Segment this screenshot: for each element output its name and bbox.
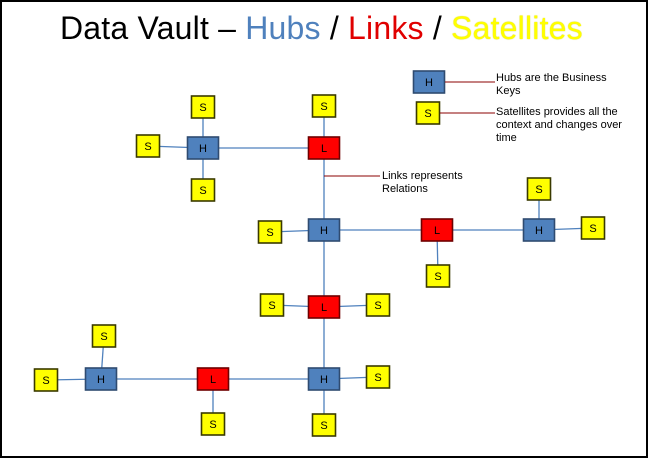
hub-node-h2: H <box>307 218 341 242</box>
hub-node-h1: H <box>186 136 220 160</box>
hub-node-h2-letter: H <box>320 225 328 237</box>
satellite-node-s1-box <box>190 95 216 119</box>
hub-node-h3-box <box>522 218 556 242</box>
satellite-node-s7-box <box>526 177 552 201</box>
satellite-node-s8-letter: S <box>589 223 596 235</box>
satellite-node-s5-letter: S <box>266 227 273 239</box>
satellite-node-s13: S <box>200 412 226 436</box>
satellite-node-s6: S <box>425 264 451 288</box>
link-node-l2: L <box>420 218 454 242</box>
legend-hub-box: H <box>412 70 446 94</box>
satellite-node-s5-box <box>257 220 283 244</box>
satellite-node-s14-box <box>91 324 117 348</box>
nodes-layer: H H H H H L L L L S S S S S S S S S S S S S S S <box>33 94 606 437</box>
satellite-node-s3-letter: S <box>199 185 206 197</box>
satellite-node-s11-box <box>365 365 391 389</box>
hub-node-h2-box <box>307 218 341 242</box>
satellite-node-s8: S <box>580 216 606 240</box>
hub-node-h5-box <box>84 367 118 391</box>
satellite-node-s10: S <box>365 293 391 317</box>
satellite-node-s15-letter: S <box>42 375 49 387</box>
satellite-node-s4-letter: S <box>320 101 327 113</box>
hub-node-h3-letter: H <box>535 225 543 237</box>
hub-node-h4-box <box>307 367 341 391</box>
title-links: Links <box>348 10 424 46</box>
satellite-node-s12-box <box>311 413 337 437</box>
satellite-node-s12: S <box>311 413 337 437</box>
hub-node-h1-box <box>186 136 220 160</box>
title-separator-1: / <box>320 10 349 46</box>
title-separator-2: / <box>423 10 452 46</box>
satellite-node-s5: S <box>257 220 283 244</box>
link-node-l3-box <box>307 295 341 319</box>
satellite-node-s6-box <box>425 264 451 288</box>
hub-node-h5-letter: H <box>97 374 105 386</box>
link-node-l1-letter: L <box>321 143 327 155</box>
satellite-node-s2: S <box>135 134 161 158</box>
satellite-node-s9: S <box>259 293 285 317</box>
satellite-node-s9-letter: S <box>268 300 275 312</box>
satellite-node-s4-box <box>311 94 337 118</box>
legend-hub-box-letter: H <box>425 77 433 89</box>
legend-hub-text: Hubs are the Business Keys <box>496 72 607 97</box>
satellite-node-s11-letter: S <box>374 372 381 384</box>
link-node-l1-box <box>307 136 341 160</box>
legend-hub-box-box <box>412 70 446 94</box>
legend: HS <box>412 70 495 125</box>
hub-node-h4-letter: H <box>320 374 328 386</box>
link-node-l4-letter: L <box>210 374 216 386</box>
satellite-node-s9-box <box>259 293 285 317</box>
legend-satellite-box-letter: S <box>424 108 431 120</box>
satellite-node-s1: S <box>190 95 216 119</box>
hub-node-h5: H <box>84 367 118 391</box>
satellite-node-s3-box <box>190 178 216 202</box>
link-callout-text: Links represents Relations <box>382 170 463 195</box>
satellite-node-s4: S <box>311 94 337 118</box>
link-node-l4: L <box>196 367 230 391</box>
legend-satellite-text: Satellites provides all the context and … <box>496 106 622 144</box>
satellite-node-s13-box <box>200 412 226 436</box>
satellite-node-s2-letter: S <box>144 141 151 153</box>
satellite-node-s14-letter: S <box>100 331 107 343</box>
satellite-node-s13-letter: S <box>209 419 216 431</box>
link-node-l2-box <box>420 218 454 242</box>
satellite-node-s2-box <box>135 134 161 158</box>
satellite-node-s15-box <box>33 368 59 392</box>
hub-node-h4: H <box>307 367 341 391</box>
satellite-node-s6-letter: S <box>434 271 441 283</box>
satellite-node-s1-letter: S <box>199 102 206 114</box>
link-node-l3: L <box>307 295 341 319</box>
satellite-node-s7: S <box>526 177 552 201</box>
satellite-node-s10-letter: S <box>374 300 381 312</box>
title-satellites: Satellites <box>451 10 583 46</box>
hub-node-h1-letter: H <box>199 143 207 155</box>
link-node-l1: L <box>307 136 341 160</box>
title-hubs: Hubs <box>245 10 321 46</box>
link-node-l3-letter: L <box>321 302 327 314</box>
legend-satellite-box-box <box>415 101 441 125</box>
title-prefix: Data Vault – <box>60 10 246 46</box>
satellite-node-s10-box <box>365 293 391 317</box>
diagram-title: Data Vault – Hubs / Links / Satellites <box>60 10 583 47</box>
satellite-node-s8-box <box>580 216 606 240</box>
satellite-node-s3: S <box>190 178 216 202</box>
satellite-node-s7-letter: S <box>535 184 542 196</box>
satellite-node-s15: S <box>33 368 59 392</box>
satellite-node-s11: S <box>365 365 391 389</box>
hub-node-h3: H <box>522 218 556 242</box>
satellite-node-s14: S <box>91 324 117 348</box>
link-node-l4-box <box>196 367 230 391</box>
satellite-node-s12-letter: S <box>320 420 327 432</box>
link-node-l2-letter: L <box>434 225 440 237</box>
legend-satellite-box: S <box>415 101 441 125</box>
